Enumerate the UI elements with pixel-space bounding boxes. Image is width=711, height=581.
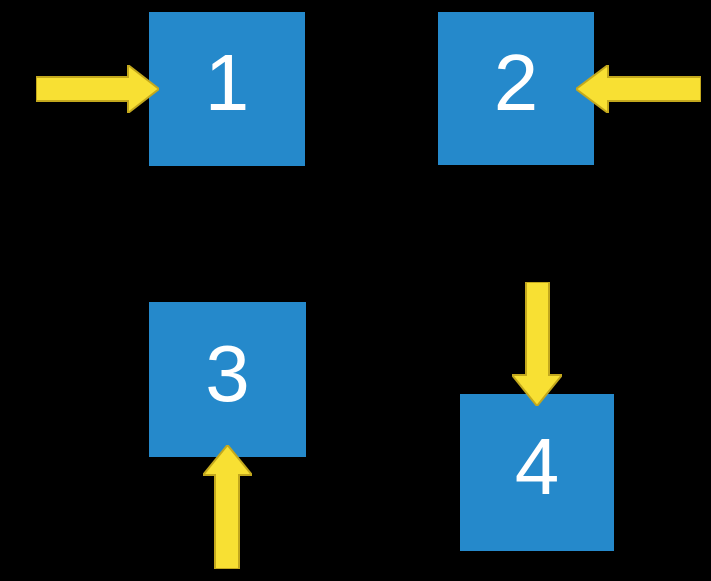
- arrow-up-icon: [203, 445, 252, 569]
- arrow-right-icon: [36, 65, 159, 113]
- arrow-down-shape: [512, 282, 562, 406]
- square-4-label: 4: [514, 421, 560, 511]
- arrow-up-shape: [203, 445, 252, 569]
- square-2: 2: [438, 12, 594, 165]
- arrow-left-icon: [576, 65, 701, 113]
- square-1-label: 1: [204, 38, 250, 127]
- square-3: 3: [149, 302, 306, 457]
- square-1: 1: [149, 12, 305, 166]
- arrow-right-shape: [36, 65, 159, 113]
- square-2-label: 2: [493, 37, 539, 127]
- arrow-left-shape: [576, 65, 701, 113]
- arrow-down-icon: [512, 282, 562, 406]
- square-3-label: 3: [205, 328, 250, 418]
- square-4: 4: [460, 394, 614, 551]
